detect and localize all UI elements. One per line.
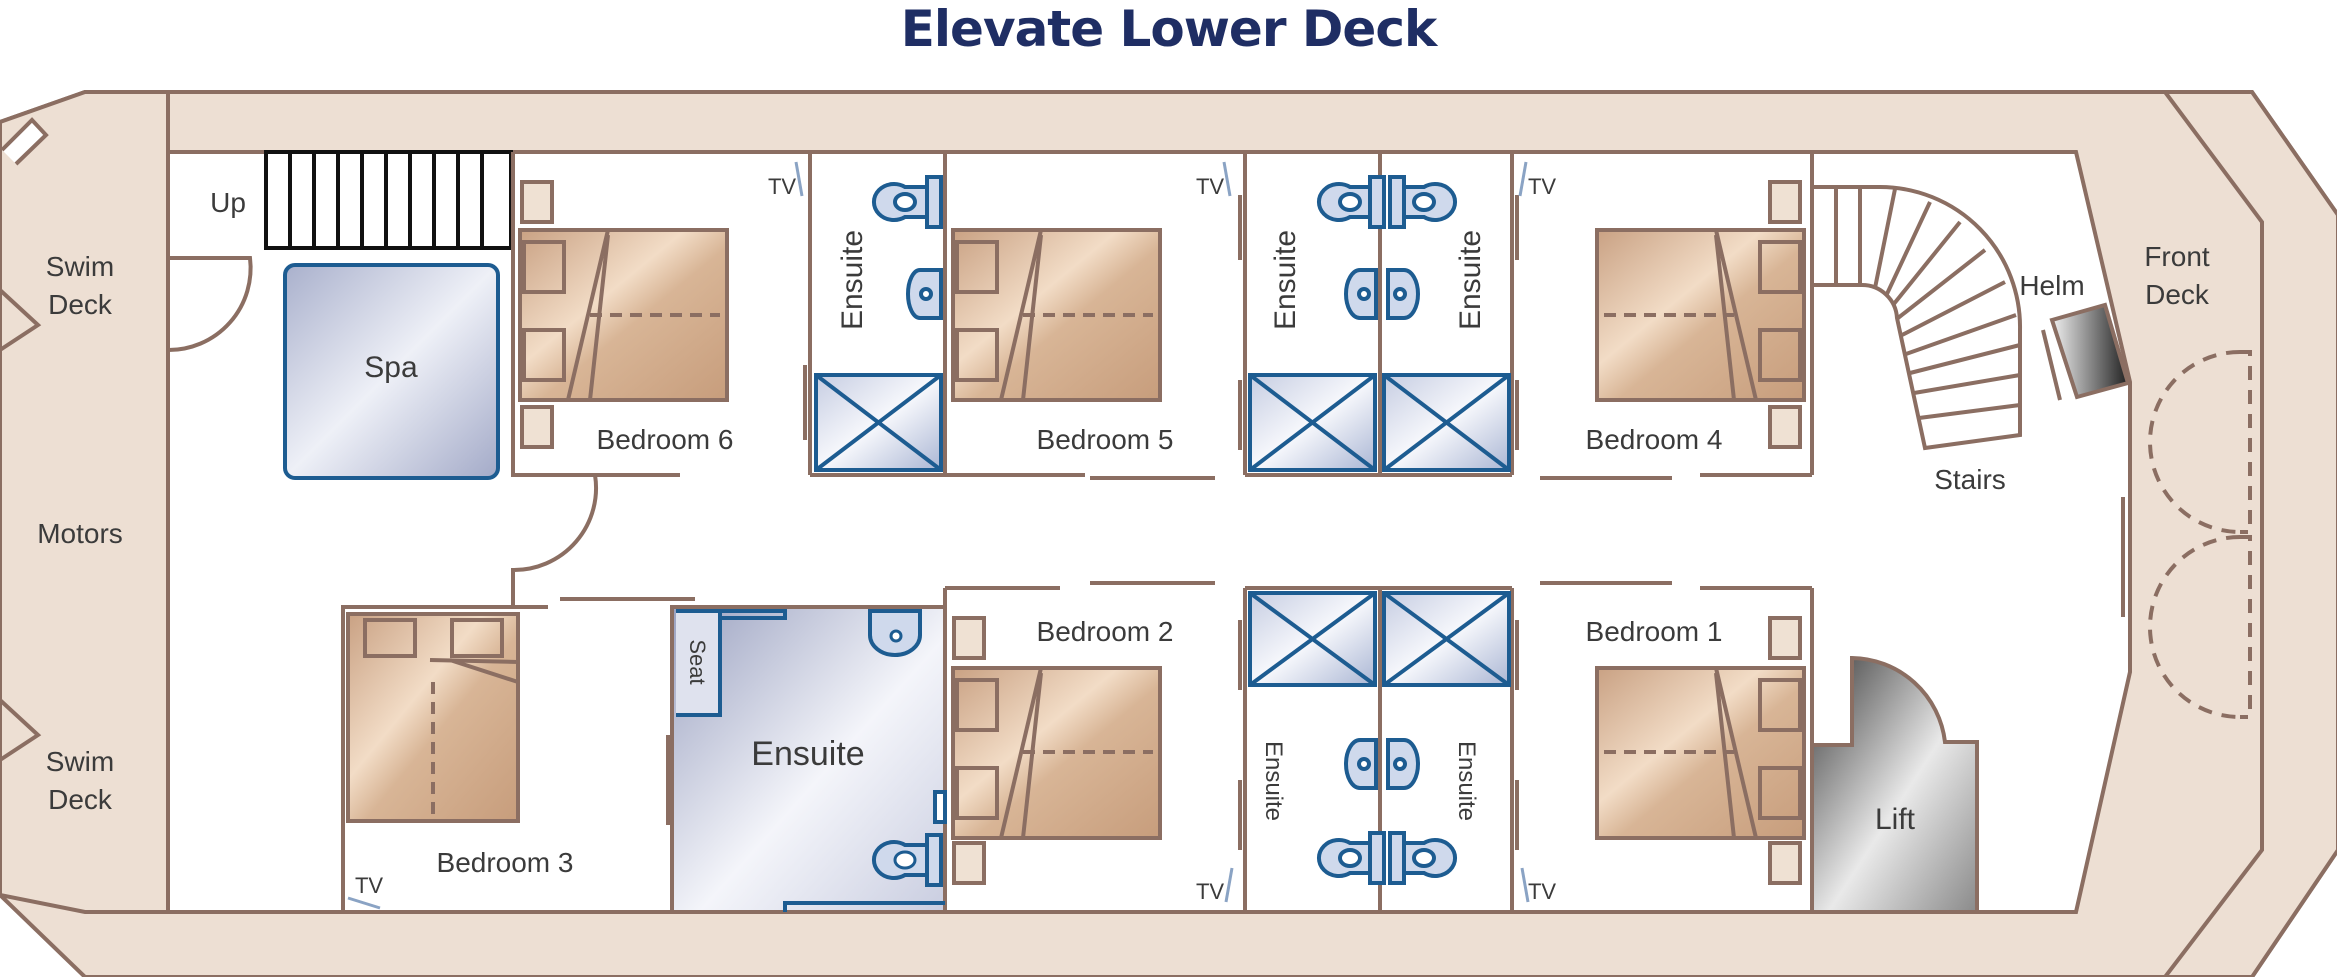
tv-label-b4: TV	[1528, 174, 1556, 199]
front-hatches	[2148, 350, 2252, 719]
ensuite-label-b1: Ensuite	[1453, 741, 1480, 821]
spa	[283, 263, 500, 480]
bed-bedroom-1	[1595, 616, 1806, 885]
main-ensuite-label: Ensuite	[751, 735, 864, 773]
lift-label: Lift	[1875, 803, 1916, 836]
bed-bedroom-2	[951, 616, 1162, 885]
bed-bedroom-4	[1595, 180, 1806, 449]
rear-door[interactable]	[167, 256, 253, 353]
toilets-basins	[871, 175, 1458, 885]
bed-bedroom-3	[346, 612, 520, 823]
bed-bedroom-6	[518, 180, 729, 449]
stairs-label: Stairs	[1934, 464, 2006, 495]
main-ensuite	[670, 605, 947, 914]
ensuite-label-b2: Ensuite	[1260, 741, 1287, 821]
lift	[1810, 655, 1979, 914]
tv-label-b2: TV	[1196, 879, 1224, 904]
bedroom-4-label: Bedroom 4	[1586, 424, 1723, 455]
bedroom-5-label: Bedroom 5	[1037, 424, 1174, 455]
tv-label-b5: TV	[1196, 174, 1224, 199]
ensuite-label-b6: Ensuite	[836, 230, 869, 330]
tv-label-b1: TV	[1528, 879, 1556, 904]
showers	[814, 373, 1511, 687]
ensuite-label-b5: Ensuite	[1269, 230, 1302, 330]
helm-console	[2041, 302, 2131, 401]
up-label: Up	[210, 187, 246, 218]
tv-label-b3: TV	[355, 873, 383, 898]
helm-label: Helm	[2019, 270, 2084, 301]
tv-markers	[347, 161, 1530, 910]
bedroom-3-label: Bedroom 3	[437, 847, 574, 878]
motors-label: Motors	[37, 518, 123, 549]
bedroom-2-label: Bedroom 2	[1037, 616, 1174, 647]
tv-label-b6: TV	[768, 174, 796, 199]
page-title: Elevate Lower Deck	[900, 0, 1437, 58]
bed-bedroom-5	[951, 228, 1162, 402]
spiral-stairs	[1812, 185, 2023, 451]
bedroom-6-label: Bedroom 6	[597, 424, 734, 455]
seat-label: Seat	[685, 639, 710, 684]
spa-label: Spa	[364, 351, 418, 384]
bedroom-1-label: Bedroom 1	[1586, 616, 1723, 647]
ensuite-label-b4: Ensuite	[1454, 230, 1487, 330]
stairs-up	[264, 150, 513, 250]
